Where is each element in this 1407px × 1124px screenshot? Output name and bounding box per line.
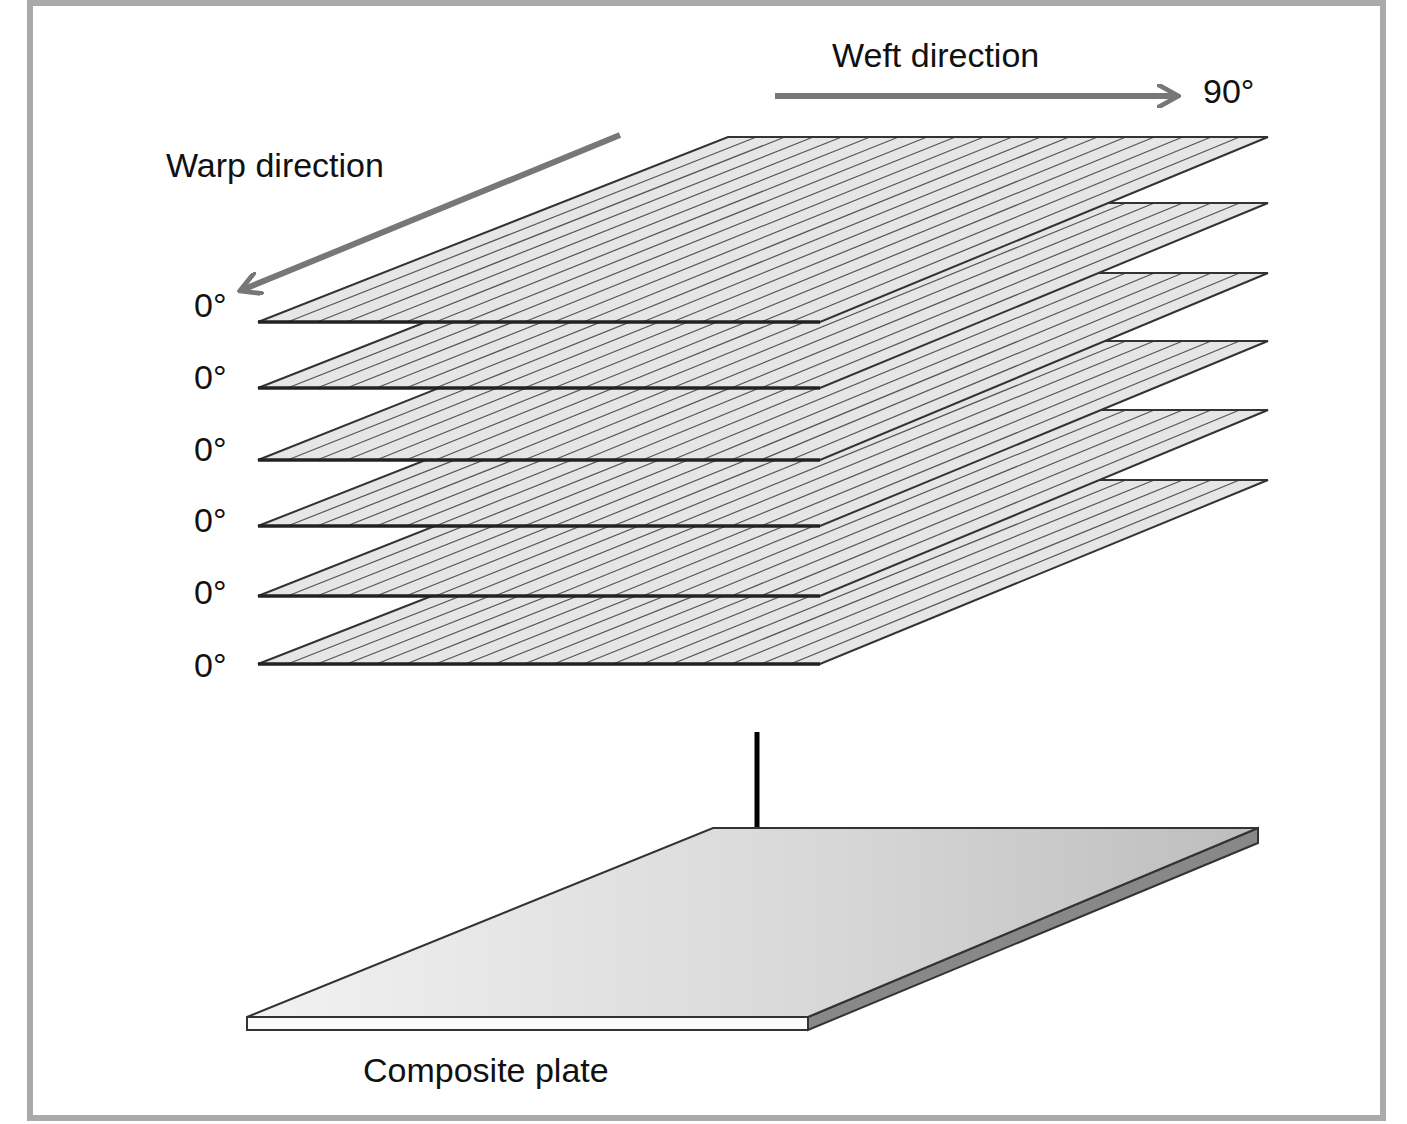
fiber-line — [702, 137, 1155, 322]
ply-edge — [258, 662, 820, 666]
ply-angle: 0° — [194, 503, 227, 537]
ply-edge — [258, 524, 820, 528]
ply-outline — [258, 137, 1268, 322]
fiber-line — [790, 137, 1239, 322]
fiber-line — [613, 137, 1069, 322]
ply-face — [258, 137, 1268, 322]
fiber-line — [376, 137, 841, 322]
text-label: Weft direction — [832, 38, 1039, 72]
weft-arrow — [775, 93, 1176, 99]
ply-edge — [258, 594, 820, 598]
fiber-line — [672, 137, 1126, 322]
text-label: 90° — [1203, 74, 1254, 108]
fiber-line — [731, 137, 1182, 322]
ply-angle: 0° — [194, 648, 227, 682]
plate-top — [247, 828, 1258, 1017]
text-label: Warp direction — [166, 148, 384, 182]
frame — [30, 3, 1383, 1118]
fiber-line — [583, 137, 1040, 322]
text-label: Composite plate — [363, 1053, 609, 1087]
ply-angle: 0° — [194, 360, 227, 394]
ply-angle: 0° — [194, 288, 227, 322]
fiber-line — [347, 137, 814, 322]
fiber-line — [761, 137, 1211, 322]
plate-front — [247, 1017, 808, 1030]
fiber-line — [643, 137, 1098, 322]
fiber-line — [524, 137, 984, 322]
ply-stack — [258, 137, 1268, 664]
ply-edge — [258, 458, 820, 462]
ply-angle: 0° — [194, 432, 227, 466]
ply — [258, 137, 1268, 322]
ply-edge — [258, 320, 820, 324]
ply-angle: 0° — [194, 575, 227, 609]
ply-edge — [258, 386, 820, 390]
fiber-line — [554, 137, 1012, 322]
